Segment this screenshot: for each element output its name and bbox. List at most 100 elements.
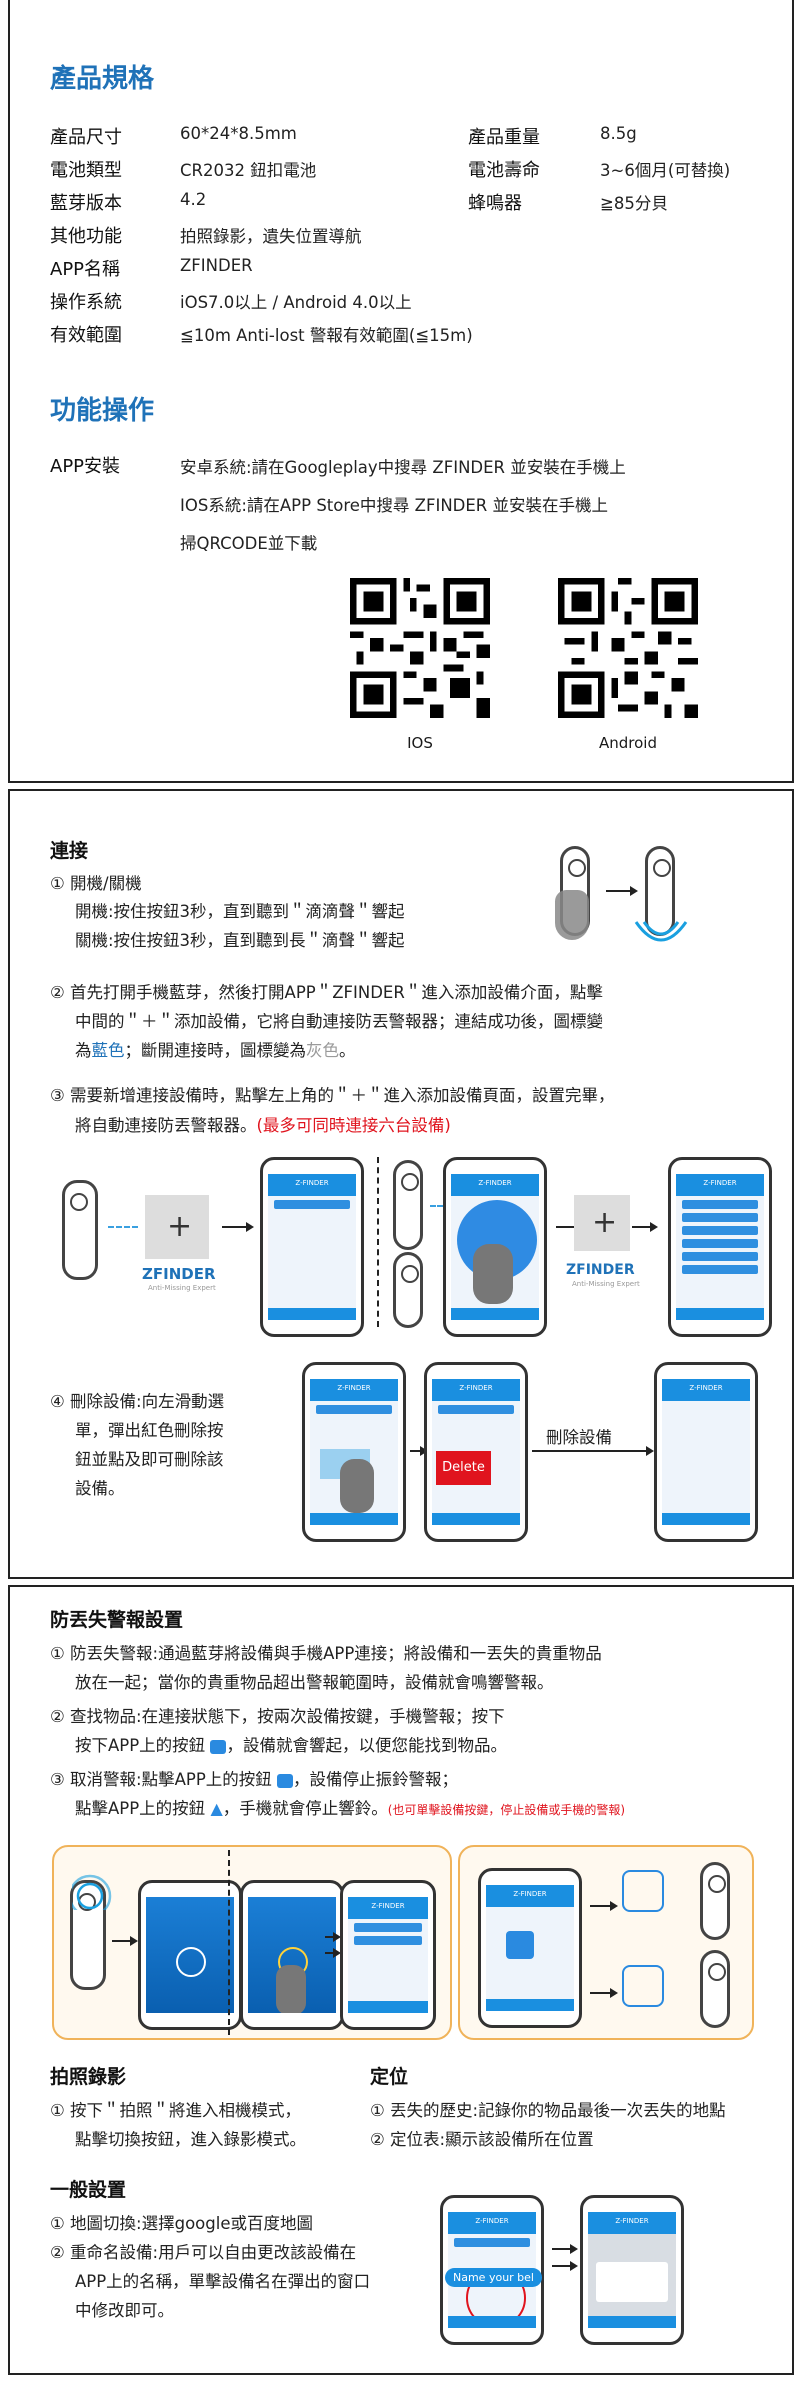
alarm-line: ③ 取消警報:點擊APP上的按鈕 ，設備停止振鈴警報； — [50, 1766, 458, 1790]
delete-device-label: 刪除設備 — [546, 1428, 612, 1447]
add-device-tile[interactable]: + — [574, 1195, 630, 1251]
alarm-text: 按下APP上的按鈕 — [75, 1736, 206, 1755]
spec-value: ≧85分貝 — [600, 194, 668, 213]
qr-code-android[interactable] — [558, 578, 698, 718]
alarm-text: ，設備就會響起，以便您能找到物品。 — [226, 1736, 507, 1755]
connect-title: 連接 — [50, 840, 89, 862]
zfinder-logo: ZFINDER — [142, 1265, 216, 1283]
photo-line: ① 按下＂拍照＂將進入相機模式， — [50, 2101, 302, 2120]
locate-title: 定位 — [370, 2066, 409, 2088]
tracker-device-illustration — [62, 1180, 98, 1280]
arrow-icon — [632, 1222, 658, 1232]
app-button-illustration — [622, 1965, 664, 2007]
spec-label: 產品尺寸 — [50, 127, 122, 148]
photo-line: 點擊切換按鈕，進入錄影模式。 — [75, 2130, 306, 2149]
alarm-text: ，手機就會停止響鈴。 — [222, 1799, 388, 1818]
find-device-icon[interactable] — [210, 1739, 227, 1754]
spec-value: CR2032 鈕扣電池 — [180, 161, 317, 180]
tracker-device-illustration — [393, 1160, 423, 1250]
spec-value: 3~6個月(可替換) — [600, 161, 731, 180]
phone-illustration: Z-FINDER — [260, 1157, 364, 1337]
spec-label: 產品重量 — [468, 127, 540, 148]
spec-label: 操作系統 — [50, 292, 122, 313]
arrow-icon — [590, 1901, 618, 1911]
step1-line: 關機:按住按鈕3秒，直到聽到長＂滴聲＂響起 — [75, 931, 405, 950]
phone-illustration: Z-FINDER — [668, 1157, 772, 1337]
qr-caption-ios: IOS — [407, 734, 433, 752]
sound-waves-icon — [634, 921, 688, 942]
alarm-line: ② 查找物品:在連接狀態下，按兩次設備按鍵，手機警報；按下 — [50, 1707, 505, 1726]
tracker-device-illustration — [393, 1252, 423, 1328]
general-line: 中修改即可。 — [75, 2301, 174, 2320]
spec-label: 藍芽版本 — [50, 193, 122, 214]
spec-value: 4.2 — [180, 190, 207, 209]
arrow-icon — [325, 1932, 341, 1942]
sound-waves-icon — [72, 1874, 112, 1910]
locate-line: ① 丟失的歷史:記錄你的物品最後一次丟失的地點 — [370, 2101, 726, 2120]
general-line: ② 重命名設備:用戶可以自由更改該設備在 — [50, 2243, 357, 2262]
tracker-device-illustration — [70, 1880, 106, 1990]
install-label: APP安裝 — [50, 456, 121, 477]
rename-dialog — [596, 2262, 668, 2302]
spec-value: 60*24*8.5mm — [180, 124, 297, 143]
phone-illustration: Z-FINDER — [478, 1868, 582, 2028]
spec-value: ≦10m Anti-lost 警報有效範圍(≦15m) — [180, 326, 473, 345]
step3-line: 將自動連接防丟警報器。(最多可同時連接六台設備) — [75, 1112, 451, 1136]
alarm-line: 按下APP上的按鈕 ，設備就會響起，以便您能找到物品。 — [75, 1732, 507, 1756]
step4-line: 單，彈出紅色刪除按 — [75, 1421, 224, 1440]
tracker-device-illustration — [645, 846, 675, 936]
step4-line: 設備。 — [75, 1479, 125, 1498]
tracker-device-illustration — [700, 1950, 730, 2028]
rename-device-pill[interactable]: Name your bel — [445, 2268, 542, 2287]
qr-code-ios[interactable] — [350, 578, 490, 718]
alarm-section — [8, 1585, 794, 2375]
phone-illustration: Z-FINDER — [443, 1157, 547, 1337]
ops-title: 功能操作 — [50, 396, 155, 426]
spec-value: 拍照錄影，遺失位置導航 — [180, 227, 362, 246]
hand-icon — [555, 890, 589, 940]
qr-caption-android: Android — [599, 734, 657, 752]
add-device-tile[interactable]: + — [145, 1195, 209, 1259]
step3-text: 將自動連接防丟警報器。 — [75, 1116, 257, 1135]
alarm-line: ① 防丟失警報:通過藍芽將設備與手機APP連接；將設備和一丟失的貴重物品 — [50, 1644, 602, 1663]
step2-text: ；斷開連接時，圖標變為 — [124, 1041, 307, 1060]
phone-illustration: Z-FINDER — [580, 2195, 684, 2345]
divider — [377, 1157, 379, 1327]
dashed-link — [108, 1226, 138, 1228]
phone-illustration: Z-FINDER — [302, 1362, 406, 1542]
arrow-icon — [222, 1222, 254, 1232]
step2-line: ② 首先打開手機藍芽，然後打開APP＂ZFINDER＂進入添加設備介面，點擊 — [50, 983, 603, 1002]
general-line: ① 地圖切換:選擇google或百度地圖 — [50, 2214, 313, 2233]
photo-title: 拍照錄影 — [50, 2066, 127, 2088]
step4-line: 鈕並點及即可刪除該 — [75, 1450, 224, 1469]
spec-value: ZFINDER — [180, 256, 253, 275]
spec-label: 電池類型 — [50, 160, 122, 181]
step2-line: 為藍色；斷開連接時，圖標變為灰色。 — [75, 1037, 356, 1061]
phone-illustration: Z-FINDER — [340, 1880, 436, 2030]
arrow-icon — [590, 1988, 618, 1998]
spec-value: 8.5g — [600, 124, 637, 143]
arrow-icon — [552, 2244, 578, 2254]
bell-icon[interactable]: ▲ — [210, 1799, 223, 1818]
alarm-note: (也可單擊設備按鍵，停止設備或手機的警報) — [387, 1803, 626, 1817]
step2-text: 。 — [339, 1041, 356, 1060]
connect-section — [8, 789, 794, 1579]
step2-line: 中間的＂＋＂添加設備，它將自動連接防丟警報器；連結成功後，圖標變 — [75, 1012, 603, 1031]
phone-illustration — [240, 1880, 344, 2030]
delete-button[interactable]: Delete — [436, 1451, 491, 1485]
arrow-icon — [112, 1936, 138, 1946]
phone-illustration: Z-FINDER — [654, 1362, 758, 1542]
locate-line: ② 定位表:顯示該設備所在位置 — [370, 2130, 594, 2149]
step3-line: ③ 需要新增連接設備時，點擊左上角的＂＋＂進入添加設備頁面，設置完畢， — [50, 1086, 615, 1105]
app-button-illustration — [622, 1870, 664, 1912]
arrow-icon — [532, 1446, 654, 1456]
gray-word: 灰色 — [306, 1041, 339, 1060]
stop-alarm-icon[interactable] — [277, 1773, 294, 1788]
alarm-text: ③ 取消警報:點擊APP上的按鈕 — [50, 1770, 272, 1789]
zfinder-tagline: Anti-Missing Expert — [572, 1280, 640, 1288]
general-title: 一般設置 — [50, 2179, 127, 2201]
step2-text: 為 — [75, 1041, 92, 1060]
install-line: IOS系統:請在APP Store中搜尋 ZFINDER 並安裝在手機上 — [180, 496, 609, 515]
arrow-icon — [606, 886, 638, 896]
alarm-line: 放在一起；當你的貴重物品超出警報範圍時，設備就會鳴響警報。 — [75, 1673, 554, 1692]
